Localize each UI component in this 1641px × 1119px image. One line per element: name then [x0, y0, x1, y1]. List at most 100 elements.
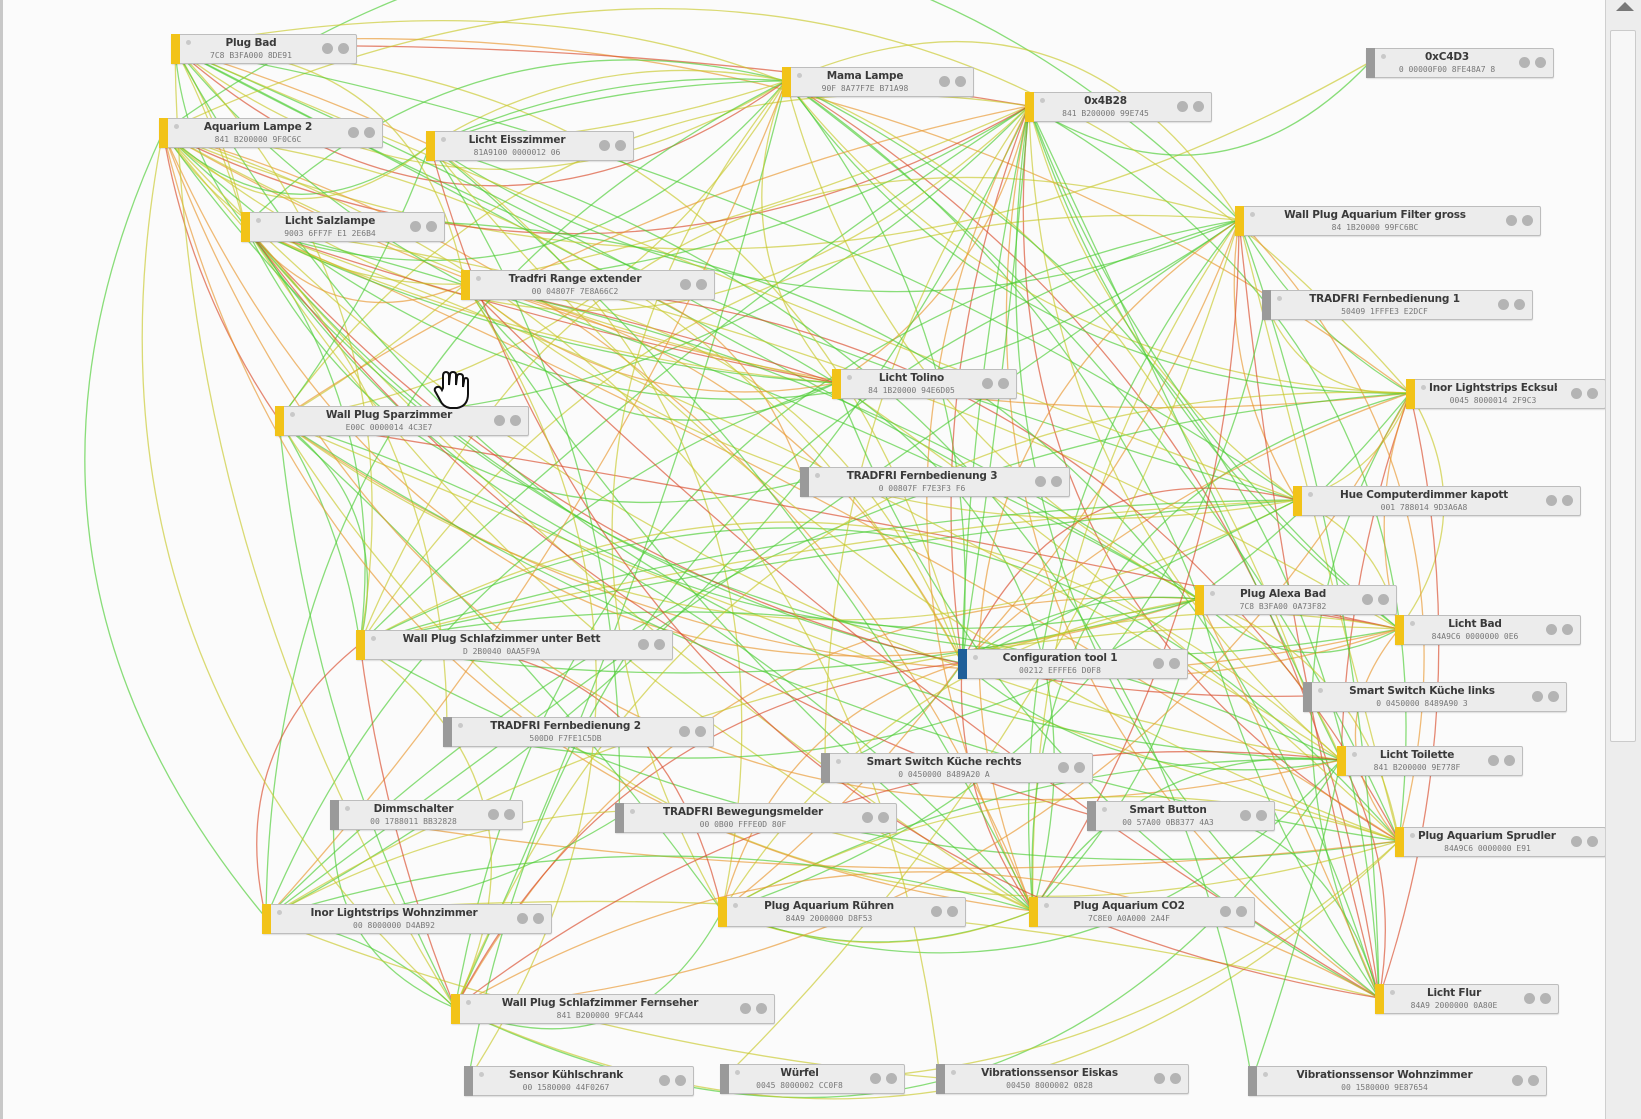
menu-button-icon[interactable]	[1587, 836, 1598, 847]
info-button-icon[interactable]	[982, 378, 993, 389]
info-button-icon[interactable]	[1546, 495, 1557, 506]
info-button-icon[interactable]	[939, 76, 950, 87]
info-button-icon[interactable]	[517, 913, 528, 924]
scroll-up-arrow-icon[interactable]	[1616, 2, 1634, 11]
info-button-icon[interactable]	[1571, 388, 1582, 399]
info-button-icon[interactable]	[1153, 658, 1164, 669]
menu-button-icon[interactable]	[504, 809, 515, 820]
info-button-icon[interactable]	[494, 415, 505, 426]
info-button-icon[interactable]	[740, 1003, 751, 1014]
info-button-icon[interactable]	[1519, 57, 1530, 68]
info-button-icon[interactable]	[1058, 762, 1069, 773]
info-button-icon[interactable]	[322, 43, 333, 54]
menu-button-icon[interactable]	[533, 913, 544, 924]
menu-button-icon[interactable]	[955, 76, 966, 87]
menu-button-icon[interactable]	[947, 906, 958, 917]
menu-button-icon[interactable]	[510, 415, 521, 426]
menu-button-icon[interactable]	[1562, 624, 1573, 635]
info-button-icon[interactable]	[1571, 836, 1582, 847]
info-button-icon[interactable]	[410, 221, 421, 232]
menu-button-icon[interactable]	[1562, 495, 1573, 506]
menu-button-icon[interactable]	[1548, 691, 1559, 702]
menu-button-icon[interactable]	[426, 221, 437, 232]
menu-button-icon[interactable]	[654, 639, 665, 650]
info-button-icon[interactable]	[1512, 1075, 1523, 1086]
menu-button-icon[interactable]	[998, 378, 1009, 389]
menu-button-icon[interactable]	[615, 140, 626, 151]
info-button-icon[interactable]	[679, 726, 690, 737]
menu-button-icon[interactable]	[1193, 101, 1204, 112]
menu-button-icon[interactable]	[1587, 388, 1598, 399]
info-button-icon[interactable]	[680, 279, 691, 290]
info-button-icon[interactable]	[1546, 624, 1557, 635]
menu-button-icon[interactable]	[1256, 810, 1267, 821]
vertical-scrollbar[interactable]	[1605, 0, 1641, 1119]
scrollbar-thumb[interactable]	[1610, 30, 1636, 742]
info-button-icon[interactable]	[1220, 906, 1231, 917]
info-button-icon[interactable]	[1506, 215, 1517, 226]
info-button-icon[interactable]	[1240, 810, 1251, 821]
info-button-icon[interactable]	[1362, 594, 1373, 605]
info-button-icon[interactable]	[659, 1075, 670, 1086]
menu-button-icon[interactable]	[675, 1075, 686, 1086]
info-button-icon[interactable]	[599, 140, 610, 151]
menu-button-icon[interactable]	[1170, 1073, 1181, 1084]
info-button-icon[interactable]	[348, 127, 359, 138]
info-button-icon[interactable]	[1532, 691, 1543, 702]
menu-button-icon[interactable]	[878, 812, 889, 823]
info-button-icon[interactable]	[638, 639, 649, 650]
menu-button-icon[interactable]	[1051, 476, 1062, 487]
info-button-icon[interactable]	[1035, 476, 1046, 487]
menu-button-icon[interactable]	[756, 1003, 767, 1014]
menu-button-icon[interactable]	[695, 726, 706, 737]
menu-button-icon[interactable]	[1528, 1075, 1539, 1086]
info-button-icon[interactable]	[1524, 993, 1535, 1004]
info-button-icon[interactable]	[870, 1073, 881, 1084]
info-button-icon[interactable]	[1498, 299, 1509, 310]
menu-button-icon[interactable]	[1169, 658, 1180, 669]
info-button-icon[interactable]	[862, 812, 873, 823]
menu-button-icon[interactable]	[1504, 755, 1515, 766]
menu-button-icon[interactable]	[364, 127, 375, 138]
info-button-icon[interactable]	[931, 906, 942, 917]
info-button-icon[interactable]	[1154, 1073, 1165, 1084]
menu-button-icon[interactable]	[1535, 57, 1546, 68]
info-button-icon[interactable]	[488, 809, 499, 820]
menu-button-icon[interactable]	[886, 1073, 897, 1084]
menu-button-icon[interactable]	[1540, 993, 1551, 1004]
menu-button-icon[interactable]	[696, 279, 707, 290]
info-button-icon[interactable]	[1488, 755, 1499, 766]
menu-button-icon[interactable]	[1514, 299, 1525, 310]
menu-button-icon[interactable]	[1378, 594, 1389, 605]
menu-button-icon[interactable]	[1074, 762, 1085, 773]
